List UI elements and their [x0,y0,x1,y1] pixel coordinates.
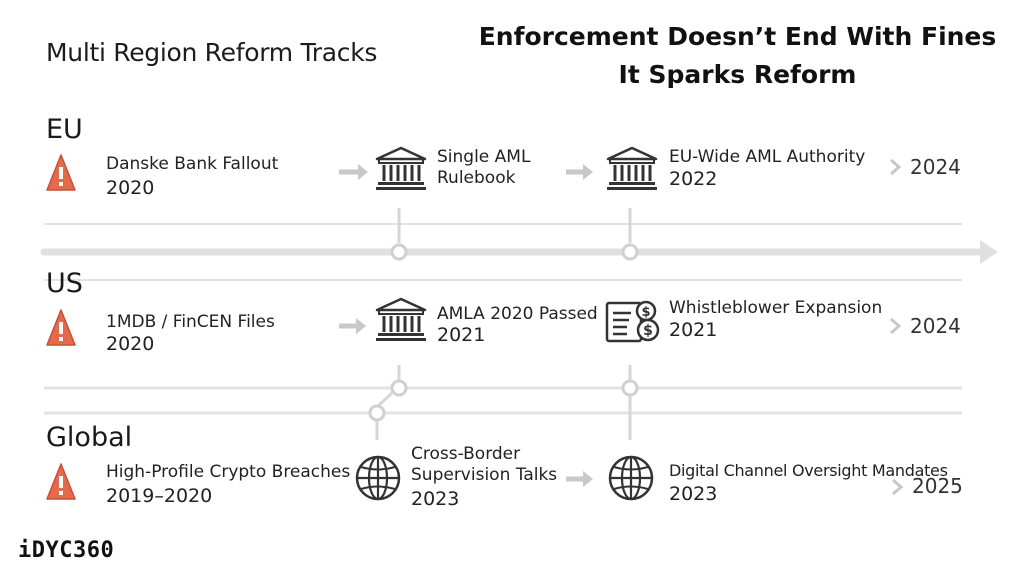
bank-building-icon [374,145,428,191]
us-end-year: 2024 [910,314,961,338]
svg-text:$: $ [643,323,653,339]
brand-logo: iDYC360 [18,538,115,563]
eu-arrow-2 [566,164,593,180]
us-arrow-1 [339,318,366,334]
global-arrow-3 [892,478,904,496]
globe-icon [607,454,655,502]
us-step-1-year: 2020 [106,333,155,355]
svg-text:$: $ [641,305,650,320]
region-label-eu: EU [46,114,83,145]
global-node-1 [368,404,386,422]
us-step-2-year: 2021 [437,324,486,346]
eu-step-2-label-line-2: Rulebook [437,168,516,188]
eu-node-2 [621,243,639,261]
us-step-1-label: 1MDB / FinCEN Files [106,312,275,332]
bank-building-icon [374,296,428,342]
region-label-global: Global [46,422,133,453]
warning-icon [46,462,76,502]
us-arrow-3 [890,317,902,335]
eu-arrow-1 [339,164,368,180]
us-step-3-label: Whistleblower Expansion [669,298,883,318]
global-step-2-label-line-2: Supervision Talks [411,465,558,485]
us-node-2 [621,379,639,397]
global-step-1-year: 2019–2020 [106,485,213,507]
global-step-2-label-line-1: Cross-Border [411,444,521,464]
eu-node-1 [390,243,408,261]
us-node-1 [390,379,408,397]
warning-icon [46,153,76,193]
eu-step-3-label: EU-Wide AML Authority [669,147,866,167]
global-step-2-year: 2023 [411,488,460,510]
global-step-3-label: Digital Channel Oversight Mandates [669,461,948,480]
global-end-year: 2025 [912,474,963,498]
global-step-3-year: 2023 [669,483,718,505]
eu-arrow-3 [890,158,902,176]
region-label-us: US [46,268,83,299]
eu-step-2-label-line-1: Single AML [437,147,531,167]
page-title: Multi Region Reform Tracks [46,38,378,67]
global-step-1-label: High-Profile Crypto Breaches [106,462,351,482]
document-dollar-icon: $$ [605,299,661,345]
eu-step-1-year: 2020 [106,177,155,199]
eu-step-3-year: 2022 [669,168,718,190]
global-arrow-2 [566,471,593,487]
bank-building-icon [605,145,659,191]
timeline-arrow-head [980,240,998,264]
us-step-2-label: AMLA 2020 Passed [437,304,598,324]
eu-step-1-label: Danske Bank Fallout [106,154,279,174]
headline-line-2: It Sparks Reform [618,60,857,89]
global-branch-connector [376,390,395,408]
eu-end-year: 2024 [910,155,961,179]
headline-line-1: Enforcement Doesn’t End With Fines [478,22,997,51]
globe-icon [354,454,402,502]
us-step-3-year: 2021 [669,319,718,341]
warning-icon [46,308,76,348]
